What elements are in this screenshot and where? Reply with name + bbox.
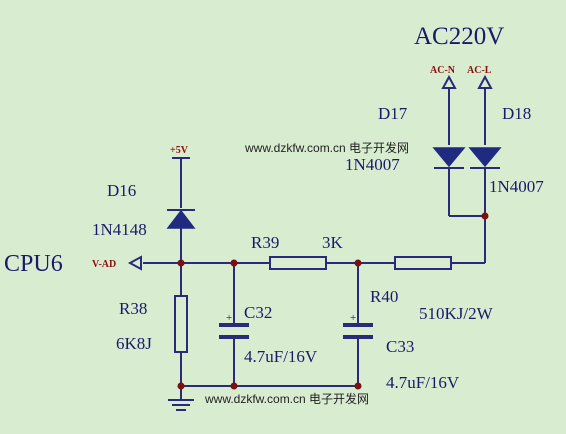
wires: [143, 87, 486, 400]
junction-dot: [177, 259, 185, 267]
c33-polarity: +: [350, 312, 356, 324]
v-ad-label: V-AD: [92, 259, 116, 270]
d16-ref: D16: [107, 181, 136, 200]
r38-ref: R38: [119, 299, 147, 318]
c32-polarity: +: [226, 312, 232, 324]
watermark-bottom: www.dzkfw.com.cn 电子开发网: [204, 391, 369, 406]
r38-resistor-icon: [174, 295, 188, 353]
r40-ref: R40: [370, 287, 398, 306]
cpu-label: CPU6: [4, 251, 63, 277]
ac-l-connector-icon: [477, 74, 493, 89]
r39-value: 3K: [322, 233, 344, 252]
d18-part: 1N4007: [489, 177, 544, 196]
junction-dot: [354, 382, 362, 390]
d18-ref: D18: [502, 104, 531, 123]
d16-diode-icon: [166, 209, 196, 229]
c32-value: 4.7uF/16V: [244, 347, 318, 366]
watermark-top: www.dzkfw.com.cn 电子开发网: [244, 140, 409, 155]
d17-part: 1N4007: [345, 155, 400, 174]
d16-part: 1N4148: [92, 220, 147, 239]
supply-label: AC220V: [414, 23, 504, 50]
ac-l-label: AC-L: [467, 65, 492, 76]
vcc-label: +5V: [170, 145, 189, 156]
ground-symbol: [168, 399, 194, 411]
r40-resistor-icon: [394, 256, 452, 270]
c32-capacitor-icon: [219, 323, 249, 339]
junction-dot: [230, 259, 238, 267]
c33-value: 4.7uF/16V: [386, 373, 460, 392]
junction-dot: [230, 382, 238, 390]
r39-ref: R39: [251, 233, 279, 252]
junction-dot: [177, 382, 185, 390]
v-ad-port-icon: [127, 255, 142, 271]
r40-value: 510KJ/2W: [419, 304, 494, 323]
d17-ref: D17: [378, 104, 408, 123]
d18-diode-icon: [468, 147, 502, 169]
r38-value: 6K8J: [116, 334, 152, 353]
junction-dot: [354, 259, 362, 267]
d17-diode-icon: [432, 147, 466, 169]
c33-ref: C33: [386, 337, 414, 356]
c33-capacitor-icon: [343, 323, 373, 339]
ac-n-label: AC-N: [430, 65, 456, 76]
c32-ref: C32: [244, 303, 272, 322]
ac-n-connector-icon: [441, 74, 457, 89]
junction-dot: [481, 212, 489, 220]
r39-resistor-icon: [269, 256, 327, 270]
